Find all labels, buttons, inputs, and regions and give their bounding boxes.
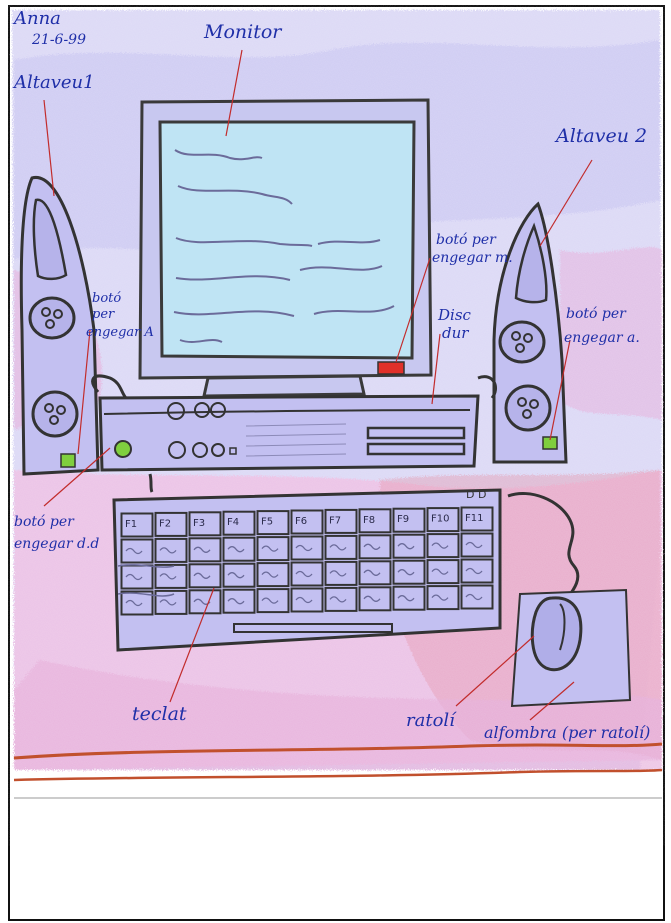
speaker-left-power-led [61, 454, 75, 467]
monitor-stand [204, 376, 364, 396]
svg-text:engegar d.d: engegar d.d [14, 536, 99, 552]
function-key-label: F3 [193, 518, 205, 529]
svg-text:botó per: botó per [436, 232, 497, 248]
function-key-label: F2 [159, 518, 171, 529]
function-key-label: F11 [465, 513, 483, 524]
mouse-label: ratolí [406, 710, 457, 731]
computer-tower [100, 396, 478, 470]
svg-text:botó: botó [92, 291, 121, 306]
svg-text:dur: dur [442, 324, 469, 342]
svg-text:per: per [92, 307, 115, 322]
space-bar [234, 624, 392, 632]
function-key-label: F7 [329, 515, 341, 526]
function-key-label: F10 [431, 514, 449, 525]
tower-power-button [115, 441, 131, 457]
monitor [140, 100, 431, 396]
monitor-label: Monitor [203, 21, 283, 43]
mousepad-label: alfombra (per ratolí) [484, 723, 650, 742]
speaker-left-label: Altaveu1 [12, 72, 95, 93]
svg-text:Disc: Disc [437, 306, 472, 324]
mouse [532, 598, 581, 670]
keyboard-label: teclat [132, 703, 187, 725]
function-key-label: F9 [397, 514, 409, 525]
function-key-label: F5 [261, 517, 273, 528]
signature-name: Anna [12, 8, 61, 29]
speaker-right-label: Altaveu 2 [554, 125, 647, 147]
svg-text:engegar A: engegar A [86, 325, 154, 340]
svg-text:engegar a.: engegar a. [564, 330, 640, 346]
svg-text:botó per: botó per [14, 514, 75, 530]
keyboard-corner-text: D D [466, 488, 486, 501]
svg-text:botó per: botó per [566, 306, 627, 322]
function-key-label: F1 [125, 519, 137, 530]
svg-text:engegar m.: engegar m. [432, 250, 513, 266]
monitor-power-led [378, 362, 404, 374]
hard-disk-label: Disc dur [437, 306, 472, 342]
function-key-label: F4 [227, 517, 239, 528]
function-key-label: F6 [295, 516, 307, 527]
function-key-label: F8 [363, 515, 375, 526]
signature-date: 21-6-99 [31, 32, 86, 48]
monitor-screen [160, 122, 414, 358]
keyboard: F1 F2 F3 F4 F5 F6 F7 F8 F9 F10 F11 D D [114, 488, 500, 650]
